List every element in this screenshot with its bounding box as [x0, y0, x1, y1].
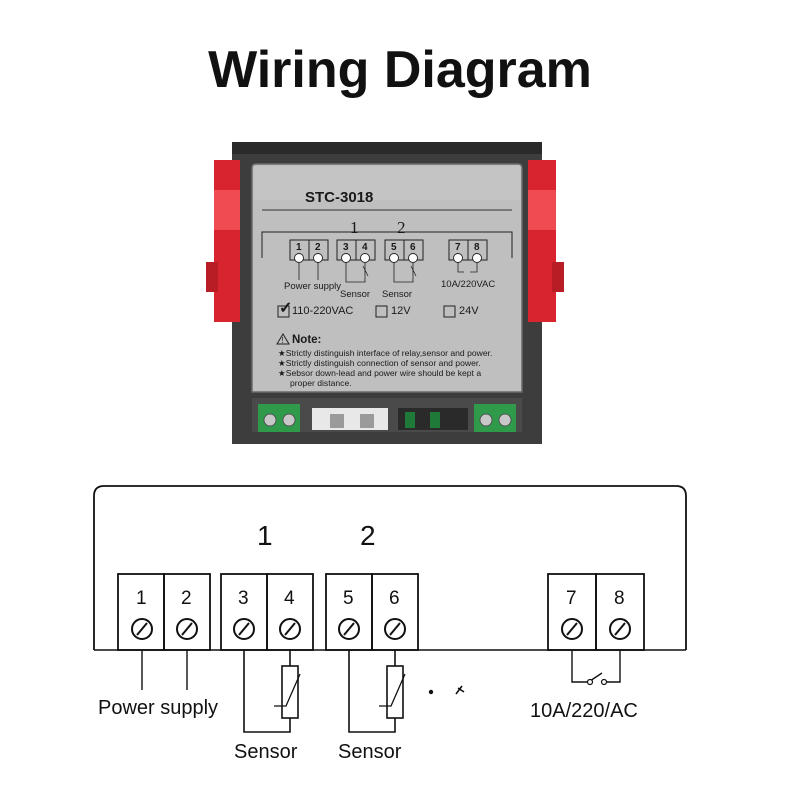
device-terminal-6: 6 — [410, 242, 416, 253]
relay-wire-left — [571, 650, 588, 683]
terminal-number-8: 8 — [614, 588, 625, 609]
page-title: Wiring Diagram — [208, 41, 592, 99]
checkbox-12v — [375, 305, 388, 318]
sensor-label-1: Sensor — [234, 741, 298, 763]
controller-outline — [93, 485, 687, 650]
note-title: Note: — [292, 334, 322, 346]
svg-text:!: ! — [282, 336, 284, 345]
controller-device: ! — [206, 142, 564, 444]
warning-icon — [276, 333, 290, 345]
device-terminal-2: 2 — [315, 242, 321, 253]
relay-wire-right — [606, 650, 621, 683]
terminal-number-3: 3 — [238, 588, 249, 609]
left-mounting-clip — [206, 160, 240, 322]
device-sensor-label-2: Sensor — [382, 289, 413, 300]
voltage-option-1: 110-220VAC — [292, 305, 354, 317]
checkbox-110-220vac — [277, 305, 290, 318]
terminal-number-7: 7 — [566, 588, 577, 609]
terminal-number-2: 2 — [181, 588, 192, 609]
power-supply-label: Power supply — [98, 697, 219, 719]
terminal-number-4: 4 — [284, 588, 295, 609]
stray-mark — [455, 685, 465, 695]
voltage-option-3: 24V — [459, 305, 479, 317]
group-label-2: 2 — [360, 520, 376, 551]
thermistor-1-icon — [281, 665, 299, 719]
checkbox-24v — [443, 305, 456, 318]
check-icon: ✓ — [279, 300, 293, 317]
sensor-2-wire — [348, 650, 396, 733]
sensor-label-2: Sensor — [338, 741, 402, 763]
device-terminal-8: 8 — [474, 242, 480, 253]
note-line-3: ★Sebsor down-lead and power wire should … — [278, 368, 482, 378]
stray-mark-dot — [428, 689, 434, 695]
note-line-4: proper distance. — [290, 378, 352, 388]
label-panel — [251, 163, 523, 393]
thermistor-2-icon — [386, 665, 404, 719]
device-relay-rating: 10A/220VAC — [441, 279, 496, 290]
group-label-1: 1 — [257, 520, 273, 551]
device-terminal-4: 4 — [362, 242, 368, 253]
device-group-label-2: 2 — [397, 218, 406, 237]
note-line-2: ★Strictly distinguish connection of sens… — [278, 358, 481, 368]
right-mounting-clip — [528, 160, 564, 322]
sensor-1-wire — [243, 650, 291, 733]
voltage-option-2: 12V — [391, 305, 411, 317]
relay-rating-label: 10A/220/AC — [530, 700, 638, 722]
device-terminal-1: 1 — [296, 242, 302, 253]
terminal-number-1: 1 — [136, 588, 147, 609]
model-label: STC-3018 — [305, 189, 374, 206]
terminal-number-6: 6 — [389, 588, 400, 609]
device-group-label-1: 1 — [350, 218, 359, 237]
device-terminal-3: 3 — [343, 242, 349, 253]
note-line-1: ★Strictly distinguish interface of relay… — [278, 348, 493, 358]
device-terminal-5: 5 — [391, 242, 397, 253]
device-sensor-label-1: Sensor — [340, 289, 371, 300]
terminal-number-5: 5 — [343, 588, 354, 609]
device-power-supply-label: Power supply — [284, 281, 342, 292]
device-terminal-7: 7 — [455, 242, 461, 253]
